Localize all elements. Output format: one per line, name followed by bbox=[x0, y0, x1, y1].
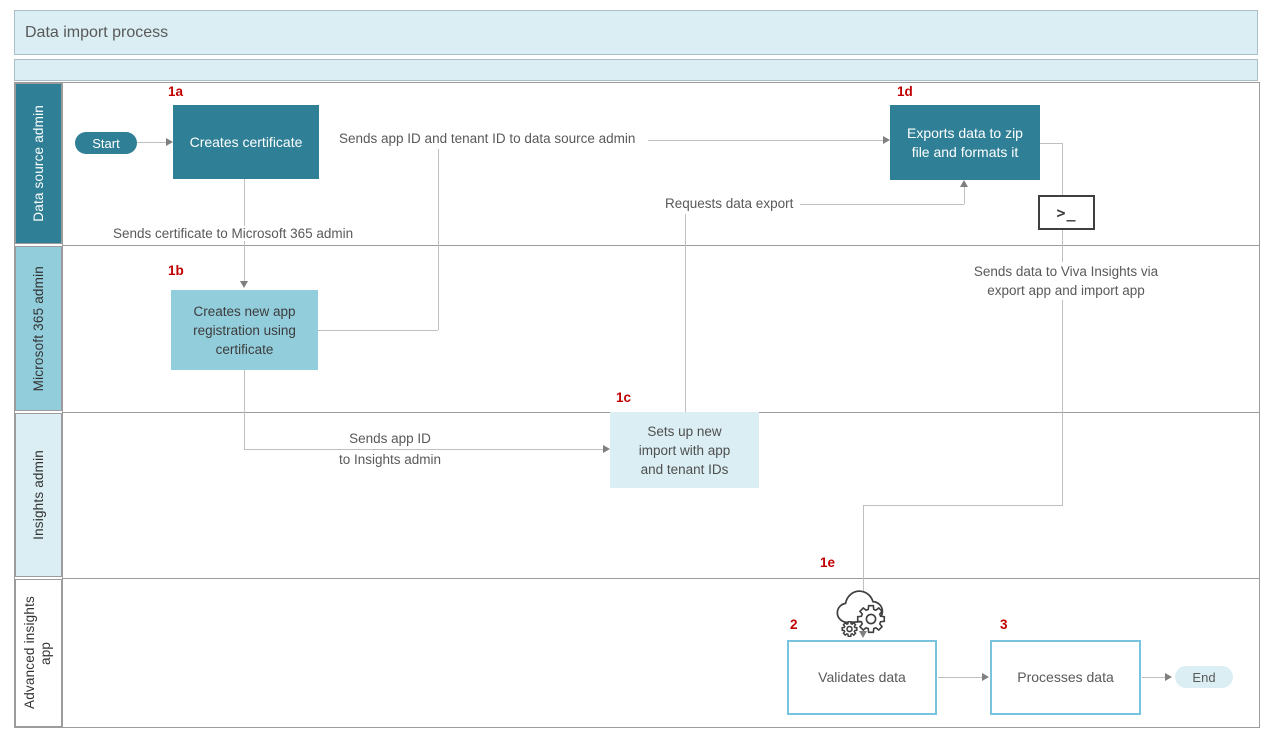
lane-label-microsoft-365-admin: Microsoft 365 admin bbox=[15, 246, 62, 411]
connector-1b-to-1d-v bbox=[438, 149, 439, 330]
process-creates-certificate: Creates certificate bbox=[173, 105, 319, 179]
step-badge-1d: 1d bbox=[897, 84, 913, 99]
end-terminator: End bbox=[1175, 666, 1233, 688]
step-badge-3: 3 bbox=[1000, 617, 1008, 632]
connector-1b-to-1c-h bbox=[244, 449, 603, 450]
edge-label-sends-app-tenant-id: Sends app ID and tenant ID to data sourc… bbox=[336, 131, 639, 146]
cloud-gears-icon bbox=[836, 590, 886, 638]
arrowhead bbox=[603, 445, 610, 453]
step-badge-1c: 1c bbox=[616, 390, 632, 405]
edge-label-sends-certificate: Sends certificate to Microsoft 365 admin bbox=[110, 226, 357, 241]
lane-label-text: Advanced insights app bbox=[21, 596, 53, 710]
process-exports-data: Exports data to zip file and formats it bbox=[890, 105, 1040, 180]
edge-label-sends-app-id-line2: to Insights admin bbox=[338, 452, 442, 467]
lane-label-data-source-admin: Data source admin bbox=[15, 83, 62, 244]
step-badge-1b: 1b bbox=[168, 263, 184, 278]
diagram-title-bar: Data import process bbox=[14, 10, 1258, 55]
edge-label-sends-app-id-line1: Sends app ID bbox=[349, 431, 431, 446]
step-badge-1a: 1a bbox=[168, 84, 184, 99]
arrowhead bbox=[982, 673, 989, 681]
connector-request-up bbox=[964, 187, 965, 204]
lane-label-advanced-insights-app: Advanced insights app bbox=[15, 579, 62, 727]
node-label: Validates data bbox=[818, 669, 906, 685]
node-label: Sets up new import with app and tenant I… bbox=[638, 423, 731, 477]
lane-label-insights-admin: Insights admin bbox=[15, 413, 62, 577]
arrowhead bbox=[166, 138, 173, 146]
process-sets-up-import: Sets up new import with app and tenant I… bbox=[610, 412, 759, 488]
arrowhead bbox=[240, 281, 248, 288]
lane-separator bbox=[62, 245, 1259, 246]
arrowhead bbox=[859, 631, 867, 638]
connector-to-validate-v bbox=[863, 505, 864, 632]
process-processes-data: Processes data bbox=[990, 640, 1141, 715]
connector-1d-out-v bbox=[1062, 143, 1063, 505]
swimlane-pool bbox=[14, 82, 1260, 728]
lane-separator bbox=[62, 578, 1259, 579]
lane-label-text: Microsoft 365 admin bbox=[30, 265, 46, 392]
lane-label-text: Data source admin bbox=[30, 105, 46, 222]
connector-3-to-end bbox=[1142, 677, 1165, 678]
connector-1b-to-1c-v bbox=[244, 370, 245, 449]
connector-into-1d bbox=[648, 140, 883, 141]
arrowhead bbox=[1165, 673, 1172, 681]
arrowhead bbox=[960, 180, 968, 187]
connector-2-to-3 bbox=[938, 677, 982, 678]
node-label: Exports data to zip file and formats it bbox=[907, 124, 1023, 160]
start-terminator: Start bbox=[75, 132, 137, 154]
process-validates-data: Validates data bbox=[787, 640, 937, 715]
step-badge-1e: 1e bbox=[820, 555, 836, 570]
edge-label-line: export app and import app bbox=[987, 283, 1145, 298]
node-label: Creates certificate bbox=[189, 133, 303, 150]
step-badge-2: 2 bbox=[790, 617, 798, 632]
connector-1d-out-h bbox=[1040, 143, 1062, 144]
lane-label-column-divider bbox=[62, 82, 63, 728]
edge-label-requests-data-export: Requests data export bbox=[662, 196, 797, 211]
phase-strip bbox=[14, 59, 1258, 81]
node-label: Creates new app registration using certi… bbox=[193, 303, 296, 357]
terminal-icon: >_ bbox=[1038, 195, 1095, 230]
lane-label-text: Insights admin bbox=[30, 450, 46, 540]
edge-label-sends-data-viva: Sends data to Viva Insights via export a… bbox=[955, 262, 1177, 300]
connector-request-h bbox=[800, 204, 964, 205]
arrowhead bbox=[883, 136, 890, 144]
connector-1c-request-v bbox=[685, 214, 686, 412]
process-creates-app-registration: Creates new app registration using certi… bbox=[171, 290, 318, 370]
connector-start-to-1a bbox=[137, 142, 166, 143]
connector-1b-to-1d-h bbox=[318, 330, 438, 331]
connector-mid-h bbox=[863, 505, 1063, 506]
edge-label-line: Sends data to Viva Insights via bbox=[973, 264, 1159, 279]
page-title: Data import process bbox=[25, 23, 169, 41]
node-label: Processes data bbox=[1017, 669, 1114, 685]
